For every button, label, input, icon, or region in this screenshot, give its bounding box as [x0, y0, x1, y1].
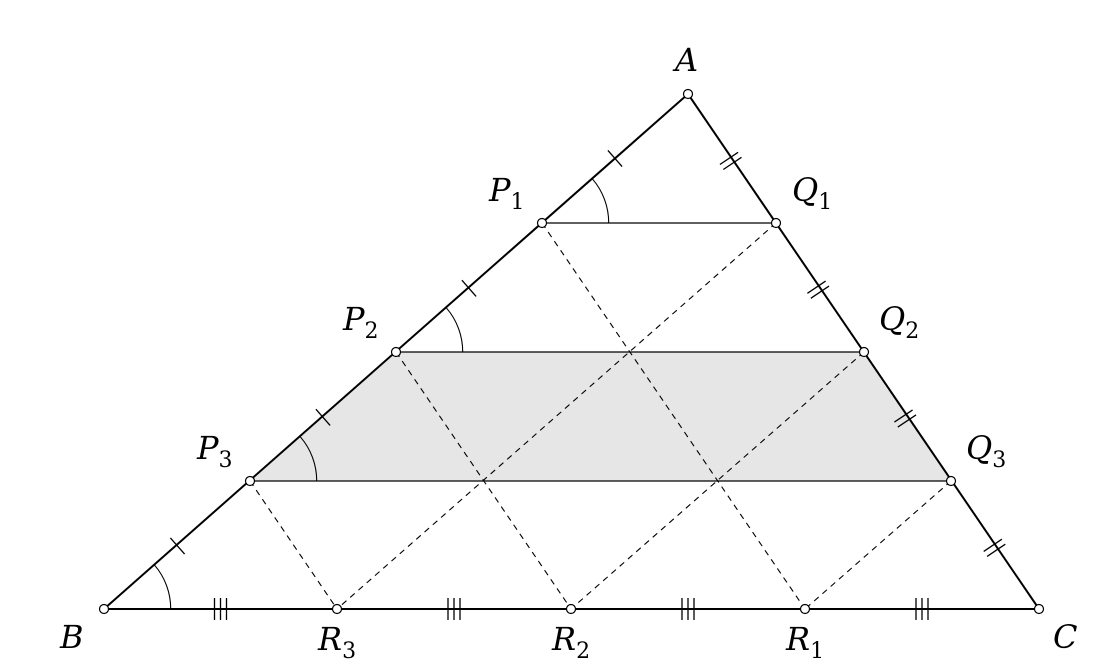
parallel-segments — [250, 222, 951, 482]
point-q3 — [945, 475, 957, 487]
tick-mark — [983, 538, 1003, 552]
tick-mark — [315, 408, 331, 426]
tick-mark — [810, 285, 830, 299]
point-p1 — [536, 217, 548, 229]
label-q3: Q3 — [966, 429, 1006, 473]
tick-mark — [894, 409, 913, 423]
point-q1 — [770, 217, 782, 229]
tick-mark — [897, 414, 917, 428]
angle-arc-p2 — [445, 307, 464, 353]
angle-arc-b — [153, 564, 172, 610]
dashed-line-p3-r3 — [249, 480, 338, 610]
tick-mark — [807, 280, 826, 294]
angle-arc-p1 — [591, 178, 610, 224]
point-r2 — [565, 603, 577, 615]
label-r1: R1 — [785, 620, 824, 660]
angle-arc-p3 — [299, 436, 318, 482]
tick-mark — [607, 149, 623, 168]
tick-mark — [461, 279, 477, 297]
label-a: A — [672, 41, 698, 79]
point-p2 — [390, 346, 402, 358]
tick-mark — [719, 151, 739, 166]
point-a — [682, 88, 694, 100]
label-c: C — [1053, 618, 1077, 656]
dashed-line-q1-r3 — [336, 222, 777, 610]
point-c — [1033, 603, 1045, 615]
points — [98, 88, 1045, 615]
label-p2: P2 — [342, 300, 379, 344]
point-q2 — [858, 346, 870, 358]
point-p3 — [244, 475, 256, 487]
label-q1: Q1 — [792, 171, 832, 215]
point-labels: A B C P1 P2 P3 Q1 Q2 Q3 R3 R2 R1 — [59, 41, 1077, 660]
shaded-trapezoid — [250, 352, 951, 481]
tick-mark — [986, 543, 1006, 557]
dashed-line-p1-r1 — [541, 222, 806, 610]
point-r1 — [799, 603, 811, 615]
point-b — [98, 603, 110, 615]
point-r3 — [331, 603, 343, 615]
label-p3: P3 — [196, 429, 233, 473]
tick-mark — [722, 156, 742, 171]
label-p1: P1 — [488, 171, 525, 215]
label-q2: Q2 — [879, 300, 919, 344]
tick-mark — [169, 537, 186, 555]
label-b: B — [59, 618, 84, 656]
dashed-line-q3-r1 — [804, 480, 952, 610]
tick-marks-ac — [719, 151, 1006, 557]
dashed-line-q2-r2 — [570, 351, 865, 610]
angle-arcs — [153, 178, 610, 610]
label-r2: R2 — [551, 620, 590, 660]
tick-marks-bc — [213, 598, 929, 620]
label-r3: R3 — [317, 620, 356, 660]
tick-marks-ab — [169, 149, 623, 555]
